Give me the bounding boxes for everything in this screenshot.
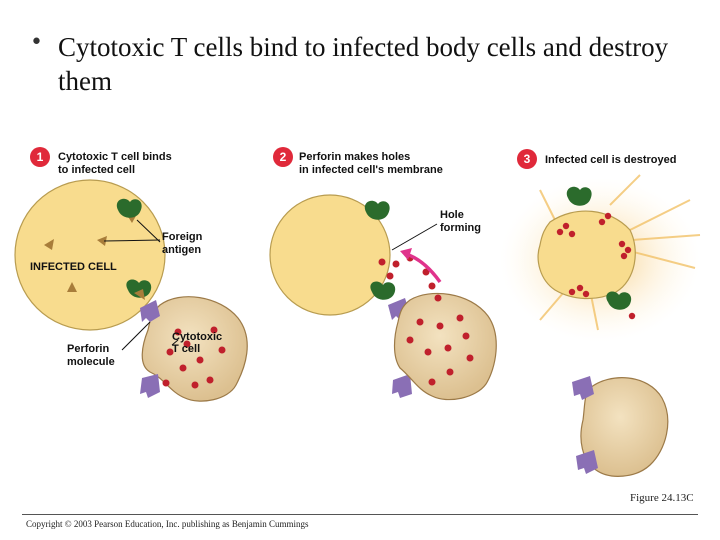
step-badge-3	[517, 149, 537, 169]
foreign-antigen-label-1: Foreign	[162, 231, 203, 243]
cytotoxic-t-cell-1	[141, 296, 248, 402]
perforin-granules-1	[162, 326, 226, 389]
t-cell-pointer	[171, 339, 179, 346]
mhc-icon	[140, 374, 160, 398]
antigen-icon	[67, 282, 77, 292]
step-number-2: 2	[280, 150, 287, 164]
perforin-molecules	[378, 254, 474, 386]
slide-title: Cytotoxic T cells bind to infected body …	[58, 32, 669, 96]
hole-label-1: Hole	[440, 209, 464, 221]
receptor-icon	[370, 281, 396, 300]
foreign-antigen-label-2: antigen	[162, 244, 201, 256]
antigen-pointer	[103, 239, 161, 242]
antigen-pointer	[136, 219, 161, 243]
destroyed-infected-cell	[537, 210, 636, 300]
receptor-icon	[364, 200, 390, 220]
step-1-text-line2: to infected cell	[58, 164, 135, 176]
step-number-3: 3	[524, 152, 531, 166]
perforin-label-1: Perforin	[67, 343, 109, 355]
receptor-icon	[116, 198, 142, 218]
step-2-text-line2: in infected cell's membrane	[299, 164, 443, 176]
perforin-label-2: molecule	[67, 356, 115, 368]
antigen-icon	[44, 239, 54, 250]
infected-cell-label: INFECTED CELL	[30, 261, 117, 273]
receptor-icon	[126, 279, 152, 298]
step-badge-2	[273, 147, 293, 167]
figure-caption: Figure 24.13C	[630, 492, 694, 504]
hole-label-2: forming	[440, 222, 481, 234]
step-3-text-line1: Infected cell is destroyed	[545, 154, 676, 166]
perforin-pores	[556, 212, 636, 320]
step-3-panel: 3 Infected cell is destroyed	[500, 149, 701, 477]
copyright-notice: Copyright © 2003 Pearson Education, Inc.…	[26, 519, 309, 529]
antigen-icon	[134, 289, 145, 300]
arrowhead-icon	[400, 248, 412, 260]
receptor-icon	[606, 291, 632, 310]
cytotoxic-t-cell-3	[580, 377, 669, 477]
mhc-icon	[576, 450, 598, 474]
infected-cell-2	[269, 194, 391, 316]
cytotoxic-label-2: T cell	[172, 343, 200, 355]
title-bullet: •	[30, 30, 43, 55]
mhc-icon	[140, 300, 160, 322]
perforin-pointer	[121, 321, 151, 351]
mhc-icon	[392, 374, 412, 398]
mhc-icon	[572, 376, 594, 400]
step-1-text-line1: Cytotoxic T cell binds	[58, 151, 172, 163]
step-badge-1	[30, 147, 50, 167]
receptor-icon	[566, 186, 592, 206]
step-number-1: 1	[37, 150, 44, 164]
hole-pointer	[391, 223, 438, 251]
step-1-panel: 1 Cytotoxic T cell binds to infected cel…	[14, 147, 248, 402]
antigen-icon	[97, 236, 107, 246]
footer-divider	[22, 514, 698, 515]
step-2-panel: 2 Perforin makes holes in infected cell'…	[269, 147, 497, 401]
step-2-text-line1: Perforin makes holes	[299, 151, 410, 163]
cytotoxic-label-1: Cytotoxic	[172, 331, 222, 343]
